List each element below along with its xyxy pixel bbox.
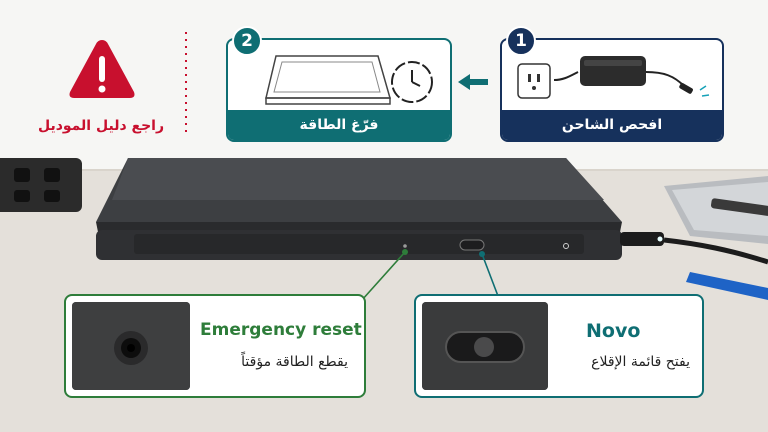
emergency-reset-hole[interactable]	[403, 244, 407, 248]
emergency-reset-callout: Emergency reset يقطع الطاقة مؤقتاً	[64, 294, 366, 398]
reset-hole-photo	[72, 302, 190, 390]
novo-button-icon	[422, 302, 548, 390]
tool-tray	[664, 176, 768, 244]
novo-button[interactable]	[459, 239, 485, 251]
novo-description: يفتح قائمة الإقلاع	[591, 354, 690, 370]
emergency-reset-title: Emergency reset	[200, 320, 362, 340]
pry-tool	[686, 272, 768, 300]
warning-triangle-icon	[69, 40, 135, 98]
laptop	[96, 158, 622, 260]
novo-callout: Novo يفتح قائمة الإقلاع	[414, 294, 704, 398]
power-strip	[0, 158, 82, 212]
step-2-card: فرّغ الطاقة	[226, 38, 452, 142]
step-arrow	[458, 74, 488, 90]
emergency-reset-description: يقطع الطاقة مؤقتاً	[241, 354, 348, 370]
step-1-label: افحص الشاحن	[502, 110, 722, 140]
charger-adapter-icon	[517, 56, 710, 99]
step-2-badge: 2	[232, 26, 262, 56]
charger-cable	[620, 232, 768, 265]
step-1-card: افحص الشاحن	[500, 38, 724, 142]
step-1-badge: 1	[506, 26, 536, 56]
warning-label: راجع دليل الموديل	[37, 118, 165, 134]
novo-title: Novo	[586, 320, 641, 342]
laptop-timer-icon	[265, 55, 433, 105]
step-2-label: فرّغ الطاقة	[228, 110, 450, 140]
novo-button-photo	[422, 302, 548, 390]
reset-hole-icon	[72, 302, 190, 390]
